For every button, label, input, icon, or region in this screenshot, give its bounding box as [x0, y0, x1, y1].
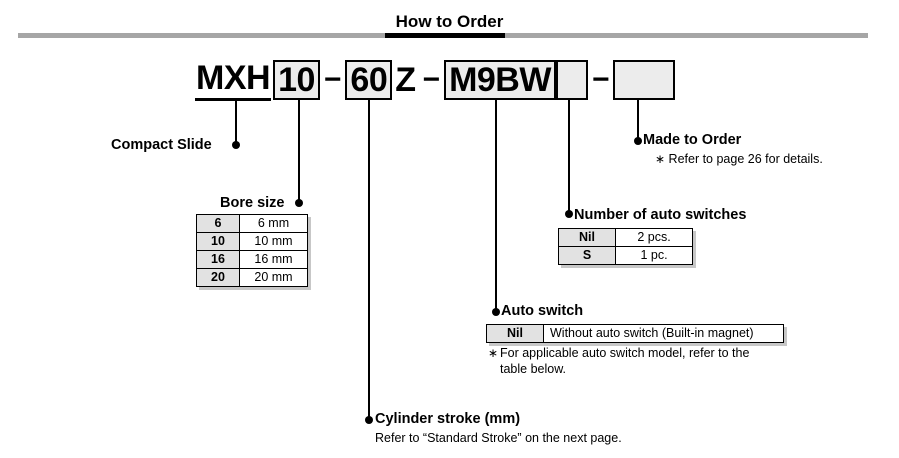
table-row: Nil 2 pcs. [558, 228, 693, 247]
leader-line-bore-size [298, 100, 300, 203]
table-row: Nil Without auto switch (Built-in magnet… [486, 324, 784, 343]
part-number-bore-size-box[interactable]: 10 [273, 60, 320, 100]
bore-size-desc: 20 mm [239, 268, 308, 287]
bore-size-code: 10 [196, 232, 240, 251]
leader-dot-cylinder-stroke [365, 416, 373, 424]
table-row: 20 20 mm [196, 268, 308, 287]
callout-title-auto-switch: Auto switch [501, 303, 584, 319]
part-number-suffix-z: Z [395, 61, 416, 99]
part-number-stroke-box[interactable]: 60 [345, 60, 393, 100]
leader-line-cylinder-stroke [368, 100, 370, 420]
part-number-dash-3: − [591, 63, 610, 96]
callout-title-bore-size: Bore size [220, 195, 285, 211]
leader-dot-compact-slide [232, 141, 240, 149]
asterisk-icon: ∗ [655, 152, 666, 166]
switch-qty-desc: 1 pc. [615, 246, 693, 265]
table-row: 16 16 mm [196, 250, 308, 269]
leader-line-made-to-order [637, 100, 639, 141]
header-rule-accent [385, 33, 505, 38]
bore-size-desc: 6 mm [239, 214, 308, 233]
callout-title-cylinder-stroke: Cylinder stroke (mm) [375, 411, 521, 427]
leader-dot-made-to-order [634, 137, 642, 145]
switch-qty-code: Nil [558, 228, 616, 247]
part-number-dash-1: − [323, 63, 342, 96]
leader-dot-auto-switch [492, 308, 500, 316]
bore-size-code: 16 [196, 250, 240, 269]
page-title: How to Order [395, 12, 504, 31]
leader-line-compact-slide [235, 100, 237, 145]
switch-qty-desc: 2 pcs. [615, 228, 693, 247]
auto-switch-code: Nil [486, 324, 544, 343]
part-number-auto-switch-box[interactable]: M9BW [444, 60, 556, 100]
part-number-prefix: MXH [195, 59, 272, 101]
asterisk-icon: ∗ [488, 346, 499, 360]
callout-title-made-to-order: Made to Order [643, 132, 742, 148]
callout-note-made-to-order-text: Refer to page 26 for details. [668, 152, 823, 166]
leader-line-number-of-auto-switches [568, 100, 570, 214]
callout-note-made-to-order: ∗ Refer to page 26 for details. [655, 151, 823, 167]
part-number-dash-2: − [422, 63, 441, 96]
bore-size-code: 6 [196, 214, 240, 233]
table-row: 6 6 mm [196, 214, 308, 233]
table-row: S 1 pc. [558, 246, 693, 265]
bore-size-desc: 10 mm [239, 232, 308, 251]
callout-note-cylinder-stroke: Refer to “Standard Stroke” on the next p… [375, 431, 622, 445]
leader-line-auto-switch [495, 100, 497, 312]
switch-qty-code: S [558, 246, 616, 265]
auto-switch-desc: Without auto switch (Built-in magnet) [543, 324, 784, 343]
leader-dot-bore-size [295, 199, 303, 207]
part-number-switch-qty-box[interactable] [555, 60, 588, 100]
bore-size-desc: 16 mm [239, 250, 308, 269]
part-number-made-to-order-box[interactable] [613, 60, 676, 100]
callout-title-number-of-auto-switches: Number of auto switches [574, 207, 747, 223]
auto-switch-table: Nil Without auto switch (Built-in magnet… [486, 324, 784, 343]
bore-size-code: 20 [196, 268, 240, 287]
leader-dot-number-of-auto-switches [565, 210, 573, 218]
table-row: 10 10 mm [196, 232, 308, 251]
callout-title-compact-slide: Compact Slide [111, 137, 212, 153]
callout-note-auto-switch: ∗ For applicable auto switch model, refe… [488, 345, 788, 377]
callout-note-auto-switch-line1: For applicable auto switch model, refer … [500, 346, 750, 360]
callout-note-auto-switch-line2: table below. [500, 362, 567, 376]
bore-size-table: 6 6 mm 10 10 mm 16 16 mm 20 20 mm [196, 214, 308, 287]
part-number-row: MXH 10 − 60 Z − M9BW − [195, 58, 676, 102]
number-of-auto-switches-table: Nil 2 pcs. S 1 pc. [558, 228, 693, 265]
